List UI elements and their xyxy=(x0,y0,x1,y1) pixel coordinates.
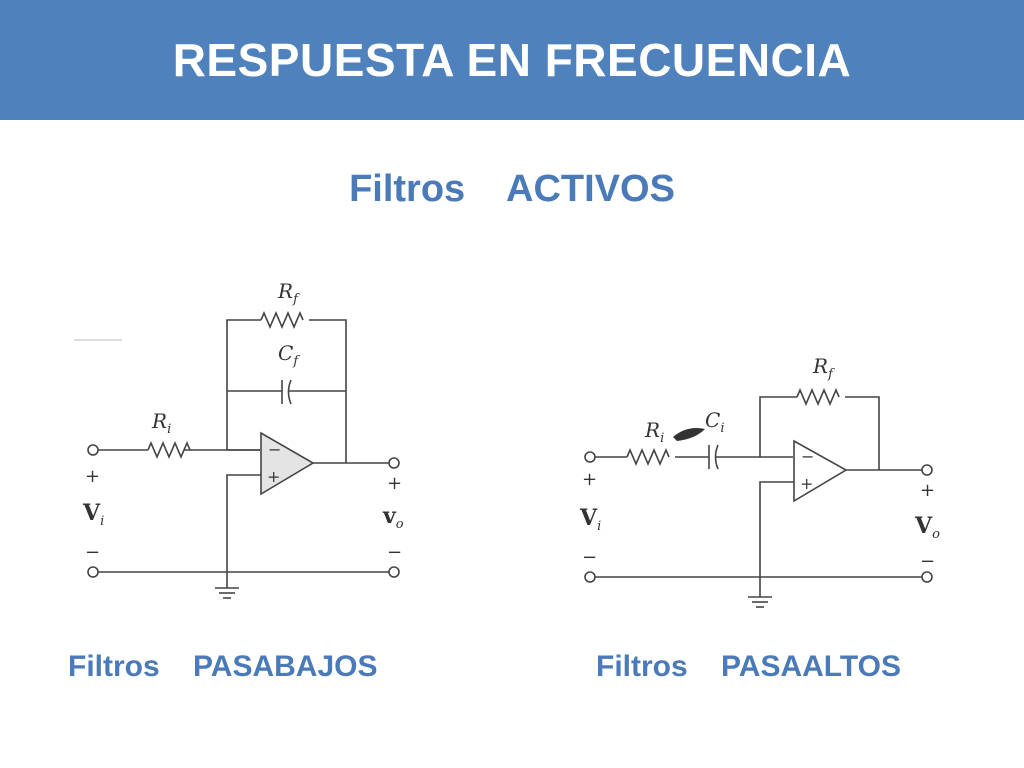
highpass-vi-sub: i xyxy=(597,519,601,534)
svg-text:Ri: Ri xyxy=(644,418,664,446)
highpass-ground-icon xyxy=(748,596,772,608)
highpass-ci-label: C xyxy=(705,408,720,432)
lowpass-circuit: Rf Cf Ri − + + Vi − + vo − xyxy=(74,279,404,599)
highpass-vi-label: V xyxy=(579,505,598,531)
lowpass-output-terminal-bottom xyxy=(388,566,400,578)
svg-text:Ci: Ci xyxy=(705,408,724,436)
highpass-rf-resistor xyxy=(796,387,840,407)
highpass-caption: Filtros PASAALTOS xyxy=(596,650,902,683)
lowpass-cf-label: C xyxy=(278,341,293,365)
lowpass-vi-sub: i xyxy=(100,514,104,529)
lowpass-opamp-noninv: + xyxy=(267,467,280,486)
lowpass-input-terminal-top xyxy=(87,444,99,456)
highpass-vo-minus: − xyxy=(920,551,935,572)
highpass-ri-resistor xyxy=(626,447,670,467)
highpass-output-terminal-top xyxy=(921,464,933,476)
highpass-vi-plus: + xyxy=(582,469,597,490)
highpass-rf-sub: f xyxy=(827,367,835,382)
highpass-vo-plus: + xyxy=(920,480,935,501)
svg-text:Rf: Rf xyxy=(812,354,835,382)
svg-text:Vi: Vi xyxy=(82,500,104,529)
lowpass-opamp-inv: − xyxy=(268,440,281,459)
lowpass-vi-label: V xyxy=(82,500,101,526)
lowpass-vi-plus: + xyxy=(85,466,100,487)
highpass-ri-sub: i xyxy=(660,431,664,446)
lowpass-vo-label: v xyxy=(382,503,397,529)
lowpass-cf-sub: f xyxy=(292,354,300,369)
highpass-rf-to-out xyxy=(845,396,880,470)
lowpass-ri-sub: i xyxy=(167,422,171,437)
highpass-ci-plate-right xyxy=(714,444,719,470)
page-title: RESPUESTA EN FRECUENCIA xyxy=(172,34,852,86)
lowpass-cf-plate-right xyxy=(287,379,292,405)
highpass-rf-branch xyxy=(759,396,797,457)
svg-text:Rf: Rf xyxy=(277,279,300,307)
highpass-ri-label: R xyxy=(644,418,660,442)
lowpass-vo-plus: + xyxy=(387,473,402,494)
highpass-pen-mark xyxy=(673,428,705,441)
highpass-vi-minus: − xyxy=(582,547,597,568)
lowpass-rf-to-out xyxy=(309,319,347,463)
highpass-opamp-inv: − xyxy=(801,447,814,466)
lowpass-noninv-wire xyxy=(226,474,261,588)
highpass-opamp-noninv: + xyxy=(800,474,813,493)
highpass-noninv-wire xyxy=(759,481,794,597)
highpass-ci-sub: i xyxy=(720,421,724,436)
highpass-circuit: Rf Ri Ci − + + Vi − + Vo − xyxy=(579,354,940,608)
lowpass-rf-branch xyxy=(226,319,261,450)
subtitle: Filtros ACTIVOS xyxy=(349,168,675,210)
highpass-output-terminal-bottom xyxy=(921,571,933,583)
lowpass-input-terminal-bottom xyxy=(87,566,99,578)
lowpass-opamp xyxy=(260,431,315,496)
lowpass-caption: Filtros PASABAJOS xyxy=(68,650,378,683)
highpass-input-terminal-top xyxy=(584,451,596,463)
svg-text:Ri: Ri xyxy=(151,409,171,437)
lowpass-rf-label: R xyxy=(277,279,293,303)
highpass-vo-sub: o xyxy=(932,527,940,542)
lowpass-ri-label: R xyxy=(151,409,167,433)
highpass-opamp xyxy=(793,439,848,503)
highpass-rf-label: R xyxy=(812,354,828,378)
lowpass-vo-sub: o xyxy=(396,517,404,532)
lowpass-rf-resistor xyxy=(260,310,304,330)
svg-text:Cf: Cf xyxy=(278,341,300,369)
title-bar: RESPUESTA EN FRECUENCIA xyxy=(0,0,1024,120)
svg-text:Vi: Vi xyxy=(579,505,601,534)
lowpass-ground-icon xyxy=(215,587,239,599)
svg-text:Vo: Vo xyxy=(914,513,940,542)
svg-text:vo: vo xyxy=(382,503,404,532)
lowpass-vo-minus: − xyxy=(387,542,402,563)
lowpass-output-terminal-top xyxy=(388,457,400,469)
highpass-vo-label: V xyxy=(914,513,933,539)
highpass-input-terminal-bottom xyxy=(584,571,596,583)
lowpass-vi-minus: − xyxy=(85,542,100,563)
lowpass-ri-resistor xyxy=(147,440,191,460)
lowpass-rf-sub: f xyxy=(292,292,300,307)
